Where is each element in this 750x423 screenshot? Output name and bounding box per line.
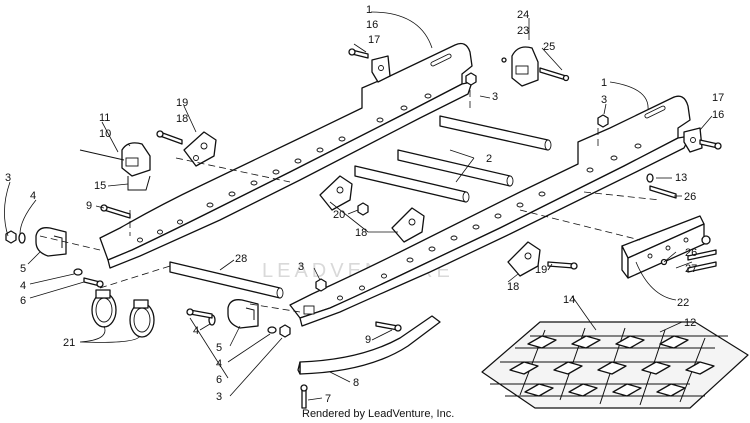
callout-23: 23 — [517, 25, 529, 37]
callout-26: 26 — [684, 191, 696, 203]
callout-20: 20 — [333, 209, 345, 221]
hyfax-slider — [297, 315, 441, 375]
callout-1: 1 — [366, 4, 372, 16]
track-assembly — [481, 321, 749, 409]
bracket-18-center — [319, 175, 425, 243]
callout-3: 3 — [601, 94, 607, 106]
callout-3: 3 — [5, 172, 11, 184]
callout-1: 1 — [601, 77, 607, 89]
left-rail-holes — [137, 53, 452, 243]
bracket-17-left — [371, 55, 391, 83]
callout-13: 13 — [675, 172, 687, 184]
callout-27: 27 — [685, 263, 697, 275]
callouts: 1 16 17 24 23 25 3 1 3 17 16 19 18 11 10… — [5, 4, 724, 405]
callout-6: 6 — [216, 374, 222, 386]
callout-28: 28 — [235, 253, 247, 265]
callout-19: 19 — [535, 264, 547, 276]
bracket-18-upper — [183, 131, 217, 167]
hose-clamps-21 — [91, 289, 155, 338]
callout-21: 21 — [63, 337, 75, 349]
callout-5: 5 — [20, 263, 26, 275]
callout-19: 19 — [176, 97, 188, 109]
callout-25: 25 — [543, 41, 555, 53]
callout-5: 5 — [216, 342, 222, 354]
assembly-lines — [39, 90, 661, 313]
callout-12: 12 — [684, 317, 696, 329]
callout-4: 4 — [193, 325, 199, 337]
callout-4: 4 — [216, 358, 222, 370]
callout-16: 16 — [712, 109, 724, 121]
callout-4: 4 — [30, 190, 36, 202]
callout-7: 7 — [325, 393, 331, 405]
callout-6: 6 — [20, 295, 26, 307]
callout-3: 3 — [492, 91, 498, 103]
render-credit: Rendered by LeadVenture, Inc. — [302, 408, 454, 420]
callout-3: 3 — [298, 261, 304, 273]
left-slide-rail — [99, 42, 473, 269]
callout-2: 2 — [486, 153, 492, 165]
bracket-18-lower — [507, 241, 541, 277]
callout-24: 24 — [517, 9, 529, 21]
spring-block-5-right — [227, 299, 259, 329]
block-10 — [121, 142, 151, 177]
callout-18: 18 — [176, 113, 188, 125]
leader-lines — [4, 11, 713, 401]
callout-16: 16 — [366, 19, 378, 31]
bracket-17-right — [683, 127, 703, 153]
callout-26: 26 — [685, 247, 697, 259]
callout-3: 3 — [216, 391, 222, 403]
callout-8: 8 — [353, 377, 359, 389]
callout-18: 18 — [355, 227, 367, 239]
callout-17: 17 — [368, 34, 380, 46]
spring-block-5-left — [35, 227, 67, 257]
callout-9: 9 — [86, 200, 92, 212]
callout-4: 4 — [20, 280, 26, 292]
callout-17: 17 — [712, 92, 724, 104]
right-slide-rail — [289, 95, 691, 327]
right-rail-holes — [337, 105, 666, 301]
block-23 — [511, 46, 539, 87]
callout-22: 22 — [677, 297, 689, 309]
callout-14: 14 — [563, 294, 575, 306]
bracket-22 — [621, 215, 705, 279]
callout-18: 18 — [507, 281, 519, 293]
callout-15: 15 — [94, 180, 106, 192]
cross-shafts — [169, 115, 552, 299]
callout-11: 11 — [99, 112, 110, 124]
callout-10: 10 — [99, 128, 111, 140]
rail-tag — [303, 305, 315, 315]
hardware — [5, 48, 722, 409]
callout-9: 9 — [365, 334, 371, 346]
